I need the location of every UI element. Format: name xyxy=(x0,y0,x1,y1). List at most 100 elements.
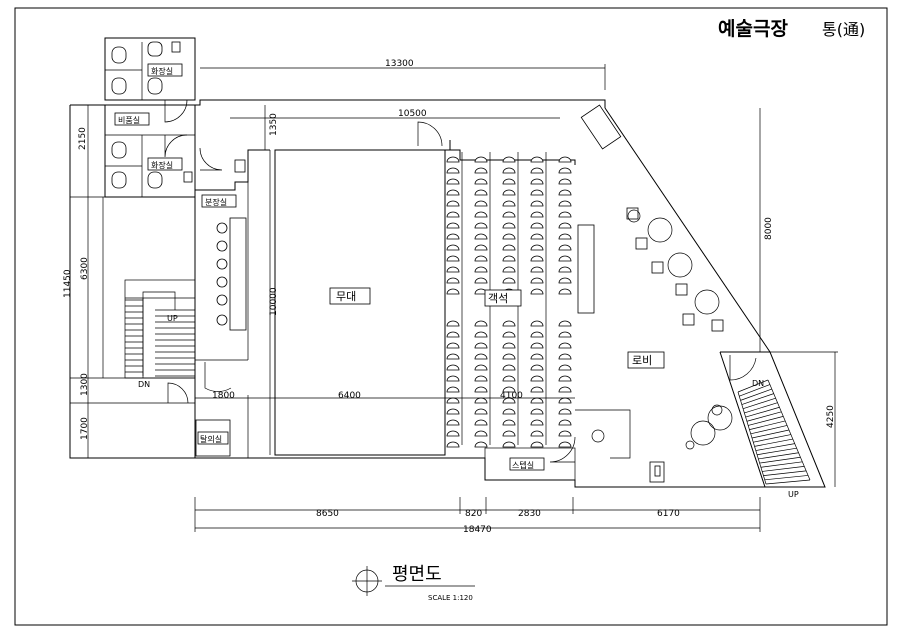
lobby-chair xyxy=(675,283,688,296)
seat xyxy=(446,178,460,185)
seat xyxy=(530,419,544,426)
seat xyxy=(474,430,488,437)
seat xyxy=(502,408,516,415)
dim-8650: 8650 xyxy=(316,509,339,519)
seat xyxy=(530,430,544,437)
seat xyxy=(558,189,572,196)
seat xyxy=(502,331,516,338)
seat xyxy=(446,189,460,196)
seat xyxy=(530,320,544,327)
room-label-box-dressing xyxy=(201,194,237,208)
seat xyxy=(530,408,544,415)
room-label-box-stage xyxy=(329,287,371,305)
room-label-dressing: 분장실 xyxy=(205,197,227,207)
room-label-seats: 객석 xyxy=(488,292,508,305)
room-label-stage: 무대 xyxy=(336,290,356,303)
seat xyxy=(502,364,516,371)
lobby-table xyxy=(707,405,733,431)
seat xyxy=(502,441,516,448)
stair-left-dn-label: DN xyxy=(138,380,150,389)
dim-11450: 11450 xyxy=(63,269,73,298)
toilet-block xyxy=(104,37,196,198)
seat xyxy=(446,331,460,338)
seat xyxy=(446,397,460,404)
room-label-box-storage xyxy=(114,112,150,126)
seat xyxy=(558,397,572,404)
seat xyxy=(474,441,488,448)
seat xyxy=(446,233,460,240)
dimension-lines xyxy=(70,64,838,532)
seat xyxy=(558,211,572,218)
seat xyxy=(530,375,544,382)
seat xyxy=(446,200,460,207)
staff-room xyxy=(484,447,576,481)
mirror-seat xyxy=(216,222,228,234)
lobby-chair xyxy=(651,261,664,274)
seat xyxy=(558,167,572,174)
seat xyxy=(558,342,572,349)
lobby-furniture xyxy=(626,207,733,450)
seat xyxy=(502,342,516,349)
seat xyxy=(502,156,516,163)
seat xyxy=(474,353,488,360)
seat xyxy=(446,375,460,382)
seat xyxy=(530,211,544,218)
seat xyxy=(446,167,460,174)
seat xyxy=(446,211,460,218)
seat xyxy=(446,277,460,284)
seat xyxy=(446,342,460,349)
seat xyxy=(502,353,516,360)
lobby-chair xyxy=(635,237,648,250)
seat xyxy=(558,353,572,360)
seat xyxy=(474,167,488,174)
right-stairwell xyxy=(729,355,811,485)
seat xyxy=(446,255,460,262)
seat xyxy=(530,386,544,393)
seat xyxy=(530,277,544,284)
seat xyxy=(474,211,488,218)
dim-4100: 4100 xyxy=(500,391,523,401)
room-label-office: 탈의실 xyxy=(200,434,222,444)
seat xyxy=(446,266,460,273)
seat xyxy=(530,222,544,229)
dim-1800: 1800 xyxy=(212,391,235,401)
dim-4250: 4250 xyxy=(826,405,836,428)
seat xyxy=(530,441,544,448)
seat xyxy=(558,233,572,240)
seat xyxy=(474,189,488,196)
stage-area xyxy=(274,121,576,456)
drawing-frame xyxy=(14,7,888,626)
seat xyxy=(502,189,516,196)
drawing-title: 예술극장 xyxy=(718,18,788,40)
seat xyxy=(502,233,516,240)
dim-1350: 1350 xyxy=(269,113,279,136)
lobby-stool xyxy=(627,209,641,223)
dim-1300: 1300 xyxy=(80,373,90,396)
seat xyxy=(558,430,572,437)
seat xyxy=(558,200,572,207)
room-label-toilet-bottom: 화장실 xyxy=(151,160,173,170)
seat xyxy=(558,375,572,382)
seat xyxy=(502,244,516,251)
seat xyxy=(530,288,544,295)
dim-8000: 8000 xyxy=(764,217,774,240)
seat xyxy=(502,211,516,218)
seat xyxy=(558,441,572,448)
seat xyxy=(474,375,488,382)
seat xyxy=(446,408,460,415)
seat xyxy=(446,364,460,371)
seat xyxy=(446,244,460,251)
seating-area xyxy=(446,152,572,448)
seat xyxy=(558,222,572,229)
seat xyxy=(502,266,516,273)
seat xyxy=(446,419,460,426)
dim-6400: 6400 xyxy=(338,391,361,401)
seat xyxy=(446,288,460,295)
seat xyxy=(558,178,572,185)
seat xyxy=(502,178,516,185)
lobby-table xyxy=(690,420,716,446)
seat xyxy=(558,255,572,262)
seat xyxy=(558,277,572,284)
seat xyxy=(474,320,488,327)
